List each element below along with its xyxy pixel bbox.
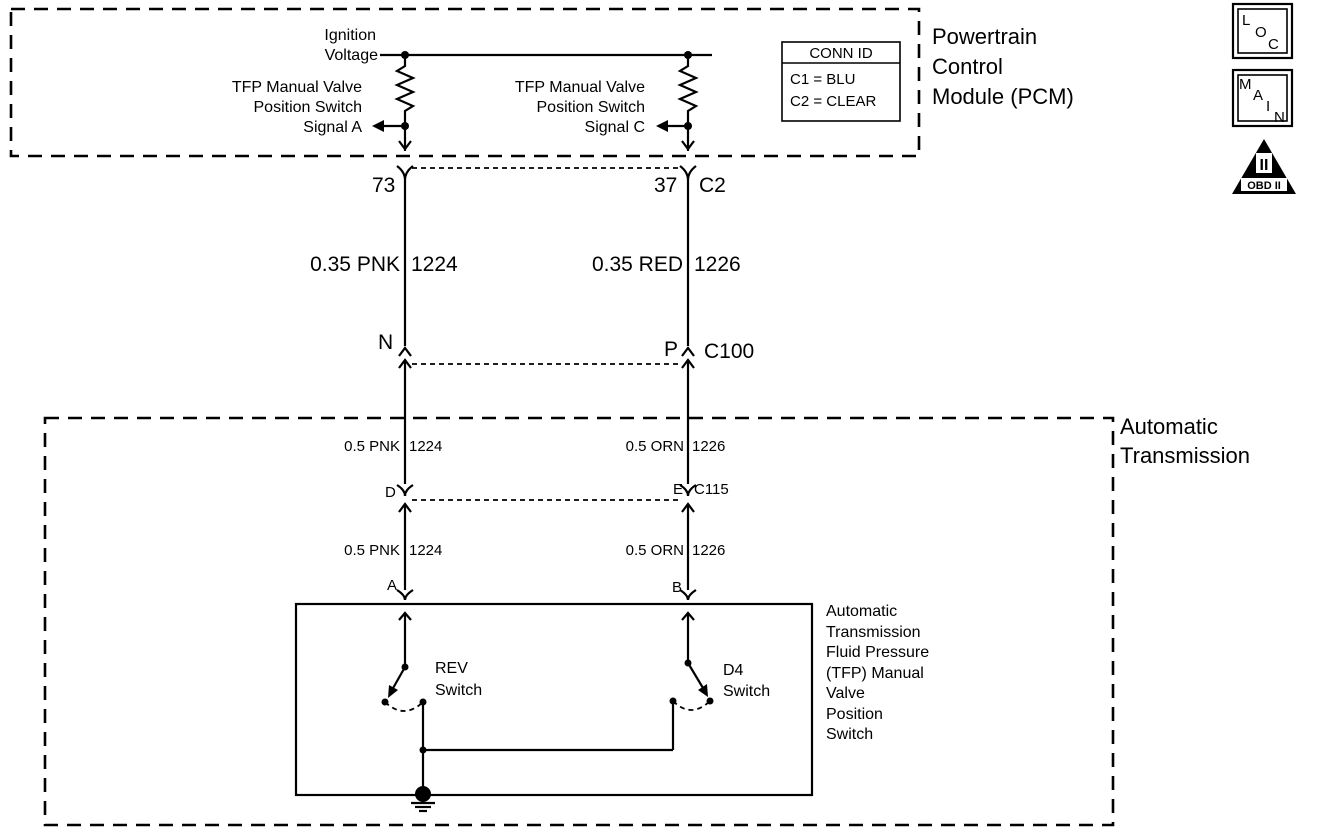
d4-switch-label-line1: D4 [723,662,744,679]
signal-c-label-line2: Position Switch [537,99,646,116]
pin-37: 37 [654,174,677,197]
signal-a-label-line1: TFP Manual Valve [232,79,362,96]
tfp-label-line7: Switch [826,726,873,743]
rev-switch-label-line1: REV [435,660,468,677]
connector-c115 [396,484,697,513]
pcm-label-line2: Control [932,54,1003,79]
main-icon[interactable]: M A I N [1231,68,1294,128]
wire-1224-low-circuit: 1224 [409,542,442,559]
tfp-label-line2: Transmission [826,624,921,641]
wire-1224-upper-circuit: 1224 [411,253,458,276]
transmission-label-line1: Automatic [1120,414,1218,439]
d4-switch-label-line2: Switch [723,683,770,700]
loc-icon[interactable]: L O C [1231,2,1294,60]
conn-id-title: CONN ID [809,45,873,62]
signal-c-label-line1: TFP Manual Valve [515,79,645,96]
wire-1224-mid-gauge: 0.5 PNK [344,438,400,455]
conn-id-row1: C1 = BLU [790,71,855,88]
c115-pin-e: E [673,481,683,498]
obd-ii-icon[interactable]: II OBD II [1232,139,1296,194]
svg-text:C: C [1268,36,1279,53]
wire-1226-mid-circuit: 1226 [692,438,725,455]
connector-c2-left-pin [396,165,414,181]
pullup-resistor-left [372,55,416,151]
switch-pin-a: A [387,577,397,594]
pullup-resistor-right [656,55,699,151]
c100-pin-n: N [378,331,393,354]
wire-1226-upper-gauge: 0.35 RED [592,253,683,276]
connector-c100 [398,346,695,369]
wire-1226-mid-gauge: 0.5 ORN [626,438,684,455]
wire-1224-upper-gauge: 0.35 PNK [310,253,400,276]
ignition-label-line2: Voltage [325,47,378,64]
svg-text:M: M [1239,76,1252,93]
rev-switch [381,611,427,794]
signal-c-label-line3: Signal C [585,119,645,136]
svg-text:A: A [1253,87,1263,104]
c100-pin-p: P [664,338,678,361]
switch-connector [396,589,697,601]
pin-73: 73 [372,174,395,197]
svg-text:N: N [1274,109,1285,126]
wire-1226-low-circuit: 1226 [692,542,725,559]
svg-text:I: I [1266,98,1270,115]
switch-pin-b: B [672,579,682,596]
svg-text:L: L [1242,12,1250,29]
transmission-label-line2: Transmission [1120,443,1250,468]
signal-a-label-line3: Signal A [303,119,362,136]
pcm-boundary [9,7,921,158]
tfp-switch-box [294,602,814,797]
tfp-label-line4: (TFP) Manual [826,665,924,682]
c100-label: C100 [704,340,754,363]
wire-1224-mid-circuit: 1224 [409,438,442,455]
ignition-label-line1: Ignition [324,27,376,44]
pcm-label-line1: Powertrain [932,24,1037,49]
svg-text:II: II [1260,157,1269,174]
tfp-label-line3: Fluid Pressure [826,644,929,661]
c115-label: C115 [694,481,729,498]
transmission-boundary [43,416,1115,827]
pcm-label-line3: Module (PCM) [932,84,1074,109]
wire-1226-low-gauge: 0.5 ORN [626,542,684,559]
tfp-label-line6: Position [826,706,883,723]
d4-switch [419,611,714,754]
rev-switch-label-line2: Switch [435,682,482,699]
wire-1226-upper-circuit: 1226 [694,253,741,276]
tfp-label-line1: Automatic [826,603,897,620]
wire-1224-low-gauge: 0.5 PNK [344,542,400,559]
svg-text:OBD II: OBD II [1247,180,1281,192]
ground-icon [411,786,435,813]
conn-id-row2: C2 = CLEAR [790,93,876,110]
signal-a-label-line2: Position Switch [254,99,363,116]
connector-c2-label: C2 [699,174,726,197]
conn-id-table: CONN ID C1 = BLU C2 = CLEAR [781,41,901,122]
c115-pin-d: D [385,484,396,501]
connector-c2-right-pin [679,165,697,181]
tfp-label-line5: Valve [826,685,865,702]
svg-text:O: O [1255,24,1267,41]
